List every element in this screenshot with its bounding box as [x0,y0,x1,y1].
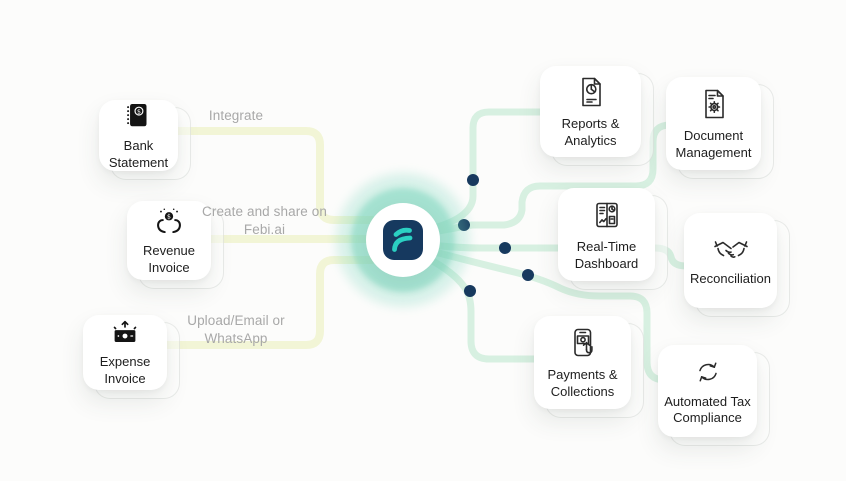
card-expense-invoice: Expense Invoice [83,315,167,390]
card-automated-tax-compliance: Automated Tax Compliance [658,345,757,437]
card-label: Payments & Collections [547,367,618,399]
svg-text:$: $ [137,108,141,115]
connector-line-bank-statement [172,127,376,224]
expense-invoice-icon [113,320,137,342]
reports-analytics-icon [581,77,601,107]
card-reports-analytics: Reports & Analytics [540,66,641,157]
junction-dot [467,174,479,186]
revenue-invoice-icon: $ [157,208,181,234]
card-bank-statement: $ Bank Statement [99,100,178,171]
annotation-create-share: Create and share on Febi.ai [202,204,327,238]
card-label: Reconciliation [690,271,771,287]
card-label: Reports & Analytics [561,116,620,148]
febi-logo-f-icon [392,227,413,252]
bank-statement-icon: $ [127,104,147,127]
svg-text:$: $ [167,214,171,221]
card-label: Bank Statement [108,138,169,170]
card-label: Expense Invoice [99,354,151,386]
document-management-icon [704,89,724,119]
junction-dot [464,285,476,297]
card-label: Real-Time Dashboard [574,239,639,271]
annotation-integrate: Integrate [208,108,264,123]
connector-line-automated-tax [404,241,692,384]
automated-tax-compliance-icon [698,361,717,382]
junction-dots [458,174,534,297]
real-time-dashboard-icon [595,202,618,228]
connector-line-expense-invoice [159,256,376,349]
card-reconciliation: Reconciliation [684,213,777,308]
card-label: Revenue Invoice [142,243,196,275]
junction-dot [458,219,470,231]
card-document-management: Document Management [666,77,761,170]
annotation-upload: Upload/Email or WhatsApp [187,313,285,347]
febi-logo [383,220,423,260]
payments-collections-icon [573,328,593,357]
card-label: Automated Tax Compliance [664,393,751,426]
card-label: Document Management [675,128,752,160]
junction-dot [522,269,534,281]
junction-dot [499,242,511,254]
card-real-time-dashboard: Real-Time Dashboard [558,188,655,281]
card-revenue-invoice: $ Revenue Invoice [127,201,211,280]
card-payments-collections: Payments & Collections [534,316,631,409]
reconciliation-icon [713,241,748,259]
